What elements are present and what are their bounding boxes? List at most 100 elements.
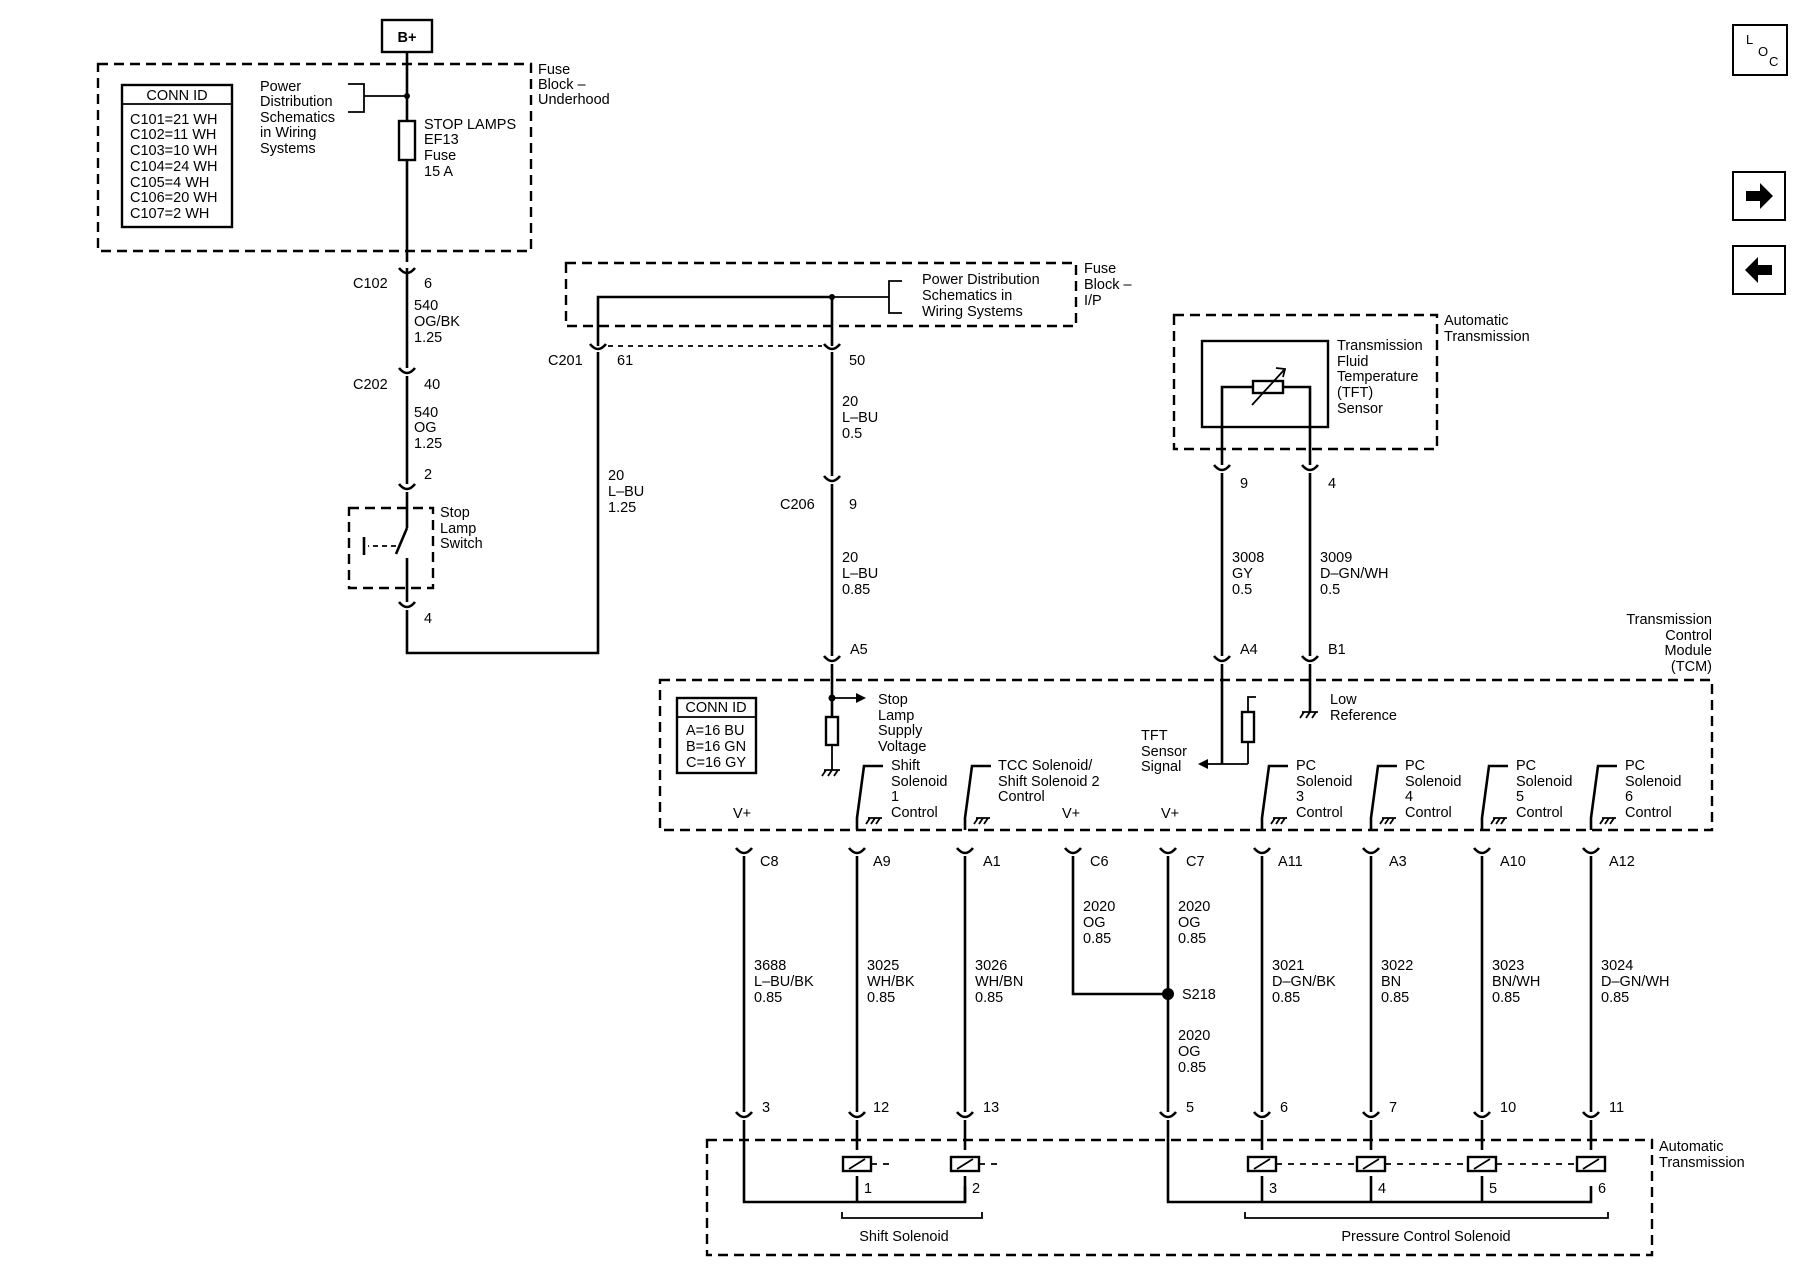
- wire-3021-label: 3021 D–GN/BK 0.85: [1272, 958, 1336, 1006]
- svg-text:20: 20: [842, 550, 858, 566]
- svg-text:Control: Control: [998, 789, 1045, 805]
- svg-text:Low: Low: [1330, 692, 1357, 708]
- c206-pin: 9: [849, 497, 857, 513]
- location-button[interactable]: L O C: [1732, 24, 1788, 76]
- tcm-pin-c6: C6: [1090, 854, 1109, 870]
- tft-pin-right: 4: [1328, 476, 1336, 492]
- wire-2020-c6-label: 2020 OG 0.85: [1083, 899, 1115, 947]
- shift-sol-1-driver: [855, 764, 883, 830]
- previous-page-button[interactable]: [1732, 245, 1786, 295]
- wire-3024-label: 3024 D–GN/WH 0.85: [1601, 958, 1669, 1006]
- svg-text:D–GN/WH: D–GN/WH: [1320, 566, 1388, 582]
- pc-sol-3-driver: [1260, 764, 1288, 830]
- trans-pin-7: 7: [1389, 1100, 1397, 1116]
- svg-text:OG: OG: [1178, 915, 1201, 931]
- tcm-pin-b1: B1: [1328, 642, 1346, 658]
- svg-text:I/P: I/P: [1084, 293, 1102, 309]
- tft-sensor: [1200, 339, 1330, 429]
- vplus-label: V+: [733, 806, 751, 822]
- svg-text:Shift Solenoid 2: Shift Solenoid 2: [998, 774, 1100, 790]
- shift-solenoid-1: [841, 1155, 895, 1173]
- svg-text:L–BU/BK: L–BU/BK: [754, 974, 814, 990]
- c201-pin: 61: [617, 353, 633, 369]
- svg-text:(TFT): (TFT): [1337, 385, 1373, 401]
- svg-text:Wiring Systems: Wiring Systems: [922, 304, 1023, 320]
- svg-text:0.85: 0.85: [1178, 1060, 1206, 1076]
- svg-text:Sensor: Sensor: [1141, 744, 1187, 760]
- svg-text:Automatic: Automatic: [1659, 1139, 1723, 1155]
- solenoid-number-3: 3: [1269, 1181, 1277, 1197]
- c201-wire-label: 20 L–BU 1.25: [608, 468, 644, 516]
- tcm-pin-a4: A4: [1240, 642, 1258, 658]
- svg-text:0.85: 0.85: [1083, 931, 1111, 947]
- svg-text:Solenoid: Solenoid: [1516, 774, 1572, 790]
- splice-s218-label: S218: [1182, 987, 1216, 1003]
- svg-text:540: 540: [414, 298, 438, 314]
- shift-solenoid-2: [949, 1155, 1003, 1173]
- tcm-pin-a1: A1: [983, 854, 1001, 870]
- trans-pin-5: 5: [1186, 1100, 1194, 1116]
- svg-text:GY: GY: [1232, 566, 1253, 582]
- trans-pin-11: 11: [1609, 1100, 1624, 1116]
- svg-text:Power Distribution: Power Distribution: [922, 272, 1040, 288]
- tcm-pin-c7: C7: [1186, 854, 1205, 870]
- svg-text:Fuse: Fuse: [538, 62, 570, 78]
- middle-wire-a-label: 20 L–BU 0.5: [842, 394, 878, 442]
- auto-trans-enclosure: [705, 1138, 1654, 1257]
- svg-text:2020: 2020: [1178, 1028, 1210, 1044]
- solenoid-number-4: 4: [1378, 1181, 1386, 1197]
- c201-label: C201: [548, 353, 583, 369]
- svg-text:Transmission: Transmission: [1444, 329, 1530, 345]
- svg-text:Automatic: Automatic: [1444, 313, 1508, 329]
- underhood-fuse-block: [96, 62, 533, 253]
- c102-pin: 6: [424, 276, 432, 292]
- pc-sol-6-driver: [1589, 764, 1617, 830]
- svg-text:Systems: Systems: [260, 141, 316, 157]
- solenoid-number-1: 1: [864, 1181, 872, 1197]
- svg-text:OG: OG: [1178, 1044, 1201, 1060]
- svg-text:Block –: Block –: [538, 77, 586, 93]
- tft-wire-left-label: 3008 GY 0.5: [1232, 550, 1264, 598]
- svg-text:PC: PC: [1296, 758, 1316, 774]
- next-page-button[interactable]: [1732, 171, 1786, 221]
- svg-text:1.25: 1.25: [414, 436, 442, 452]
- tcm-pin-a11: A11: [1278, 854, 1303, 870]
- auto-trans-title: Automatic Transmission: [1659, 1139, 1745, 1171]
- wire-3688-label: 3688 L–BU/BK 0.85: [754, 958, 814, 1006]
- svg-text:Sensor: Sensor: [1337, 401, 1383, 417]
- tcm-title: Transmission Control Module (TCM): [1626, 612, 1712, 675]
- svg-text:1.25: 1.25: [608, 500, 636, 516]
- svg-text:0.5: 0.5: [1320, 582, 1340, 598]
- svg-text:OG/BK: OG/BK: [414, 314, 460, 330]
- svg-text:Control: Control: [1625, 805, 1672, 821]
- switch-top-pin: 2: [424, 467, 432, 483]
- svg-text:Fluid: Fluid: [1337, 354, 1368, 370]
- underhood-power-dist-note: Power Distribution Schematics in Wiring …: [260, 79, 335, 157]
- svg-text:C102=11 WH: C102=11 WH: [130, 127, 216, 143]
- svg-text:0.85: 0.85: [867, 990, 895, 1006]
- svg-text:L–BU: L–BU: [842, 566, 878, 582]
- tcc-sol-driver: [963, 764, 991, 830]
- svg-text:D–GN/WH: D–GN/WH: [1601, 974, 1669, 990]
- stop-lamp-input-resistor: [824, 715, 840, 747]
- svg-text:Solenoid: Solenoid: [1405, 774, 1461, 790]
- svg-text:TFT: TFT: [1141, 728, 1168, 744]
- svg-text:OG: OG: [1083, 915, 1106, 931]
- ground-icon: [1299, 711, 1318, 719]
- stop-lamps-fuse: [397, 119, 417, 162]
- svg-text:0.85: 0.85: [1178, 931, 1206, 947]
- svg-text:C107=2 WH: C107=2 WH: [130, 206, 209, 222]
- solenoid-number-6: 6: [1598, 1181, 1606, 1197]
- tft-enclosure-title: Automatic Transmission: [1444, 313, 1530, 345]
- tft-signal-label: TFT Sensor Signal: [1141, 728, 1187, 775]
- svg-text:15 A: 15 A: [424, 164, 453, 180]
- svg-text:OG: OG: [414, 420, 437, 436]
- svg-text:20: 20: [842, 394, 858, 410]
- svg-text:4: 4: [1405, 789, 1413, 805]
- svg-text:1: 1: [891, 789, 899, 805]
- svg-text:Control: Control: [1516, 805, 1563, 821]
- c202-connector: [397, 367, 417, 375]
- c201-connector: [588, 343, 608, 351]
- stop-lamp-switch-label: Stop Lamp Switch: [440, 505, 483, 552]
